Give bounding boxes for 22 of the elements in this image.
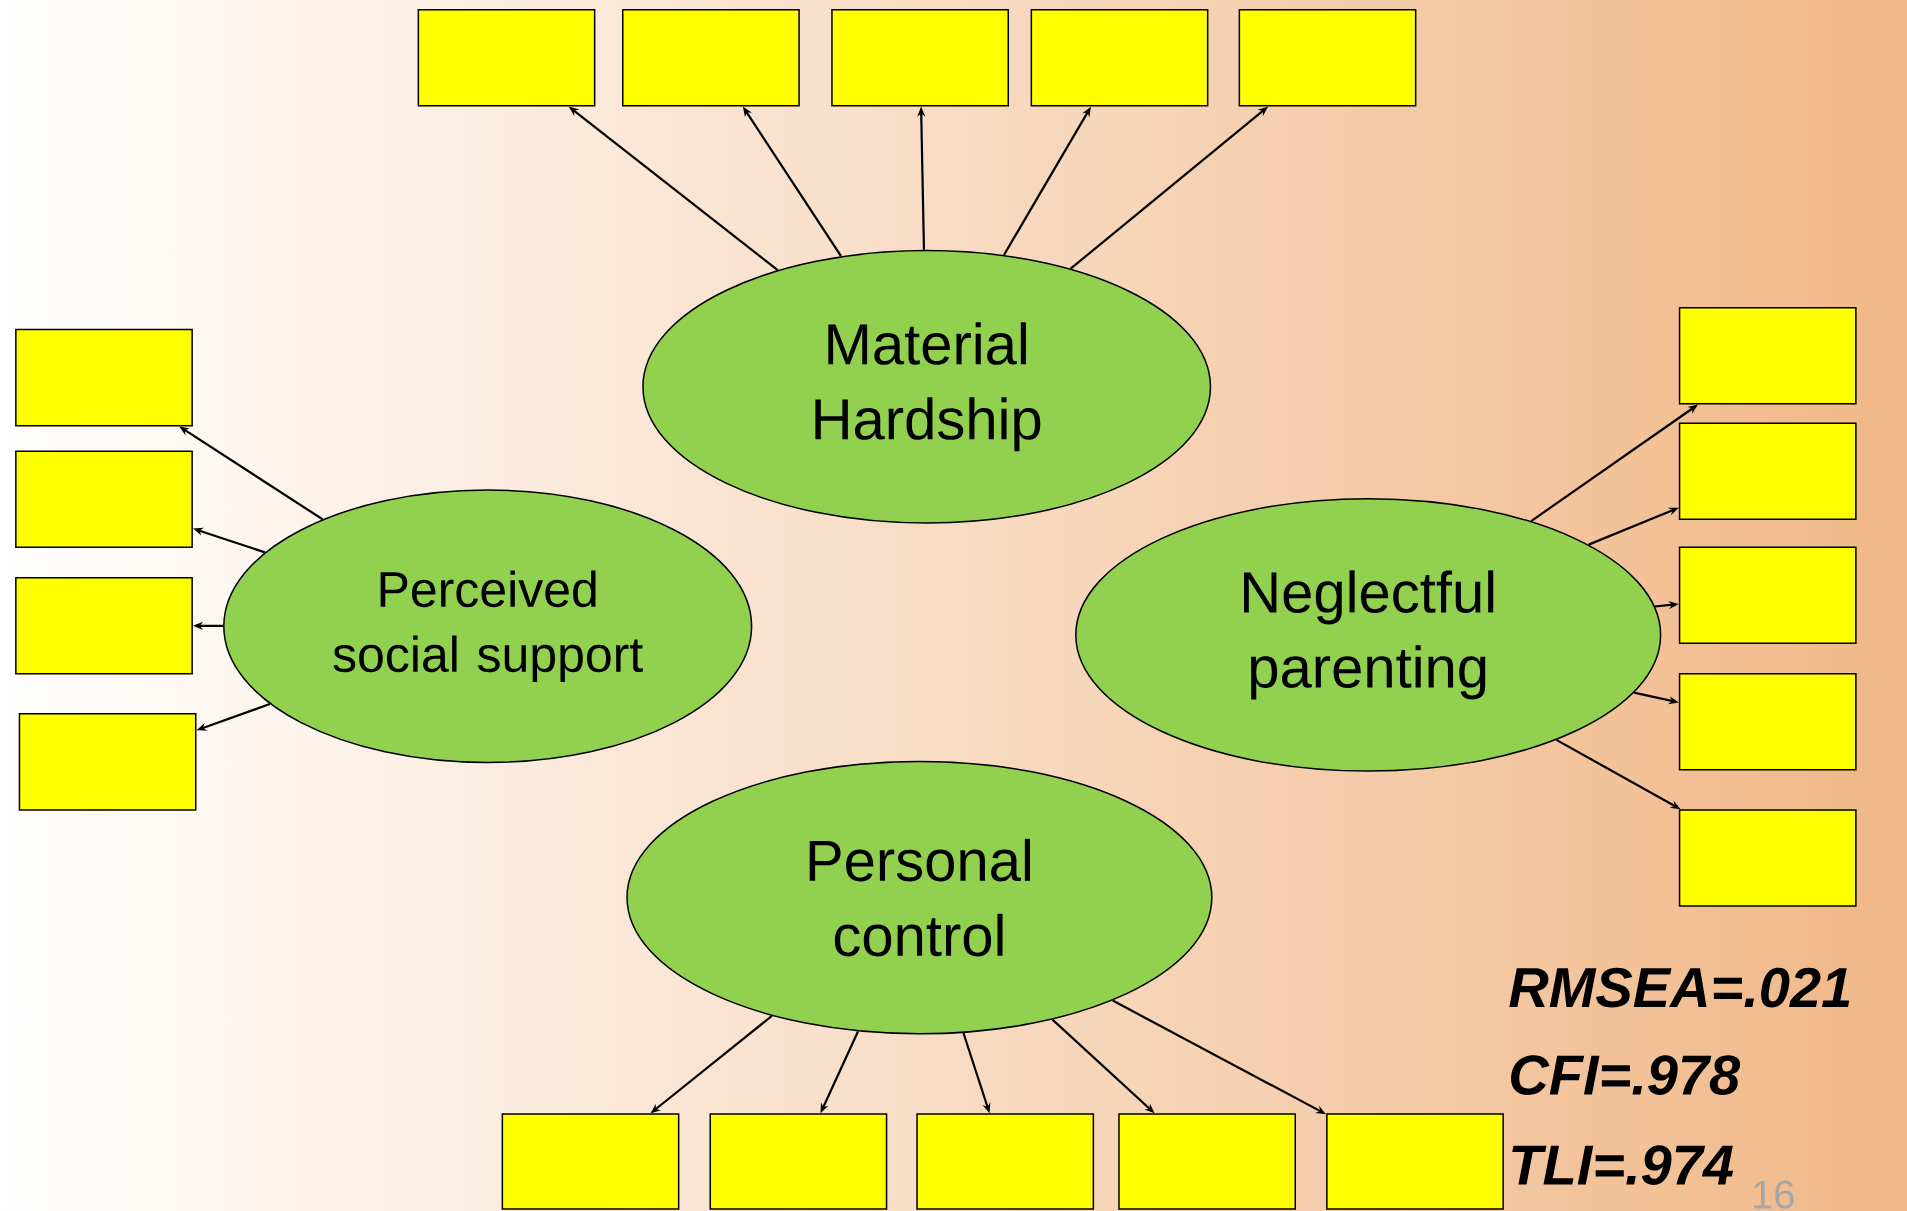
indicator-box bbox=[15, 576, 193, 675]
page-number: 16 bbox=[1754, 1180, 1794, 1209]
indicator-box bbox=[15, 328, 193, 427]
indicator-box bbox=[1678, 546, 1857, 645]
indicator-box bbox=[18, 713, 197, 811]
indicator-box bbox=[1326, 1113, 1504, 1210]
indicator-box bbox=[15, 450, 193, 548]
indicator-box bbox=[1678, 306, 1857, 405]
indicator-box bbox=[622, 9, 800, 107]
indicator-box bbox=[1678, 809, 1857, 907]
indicator-box bbox=[417, 9, 596, 107]
indicator-box bbox=[916, 1113, 1095, 1210]
indicator-box bbox=[1678, 673, 1857, 771]
indicator-box bbox=[1678, 422, 1857, 521]
indicator-box bbox=[1030, 9, 1209, 107]
indicator-box bbox=[709, 1113, 888, 1210]
indicator-box bbox=[501, 1113, 680, 1210]
fit-statistic: CFI=.978 bbox=[1511, 1055, 1741, 1095]
indicator-box bbox=[1118, 1113, 1296, 1210]
indicator-box bbox=[1238, 9, 1417, 107]
fit-statistic: RMSEA=.021 bbox=[1509, 967, 1850, 1008]
indicator-box bbox=[831, 9, 1009, 107]
